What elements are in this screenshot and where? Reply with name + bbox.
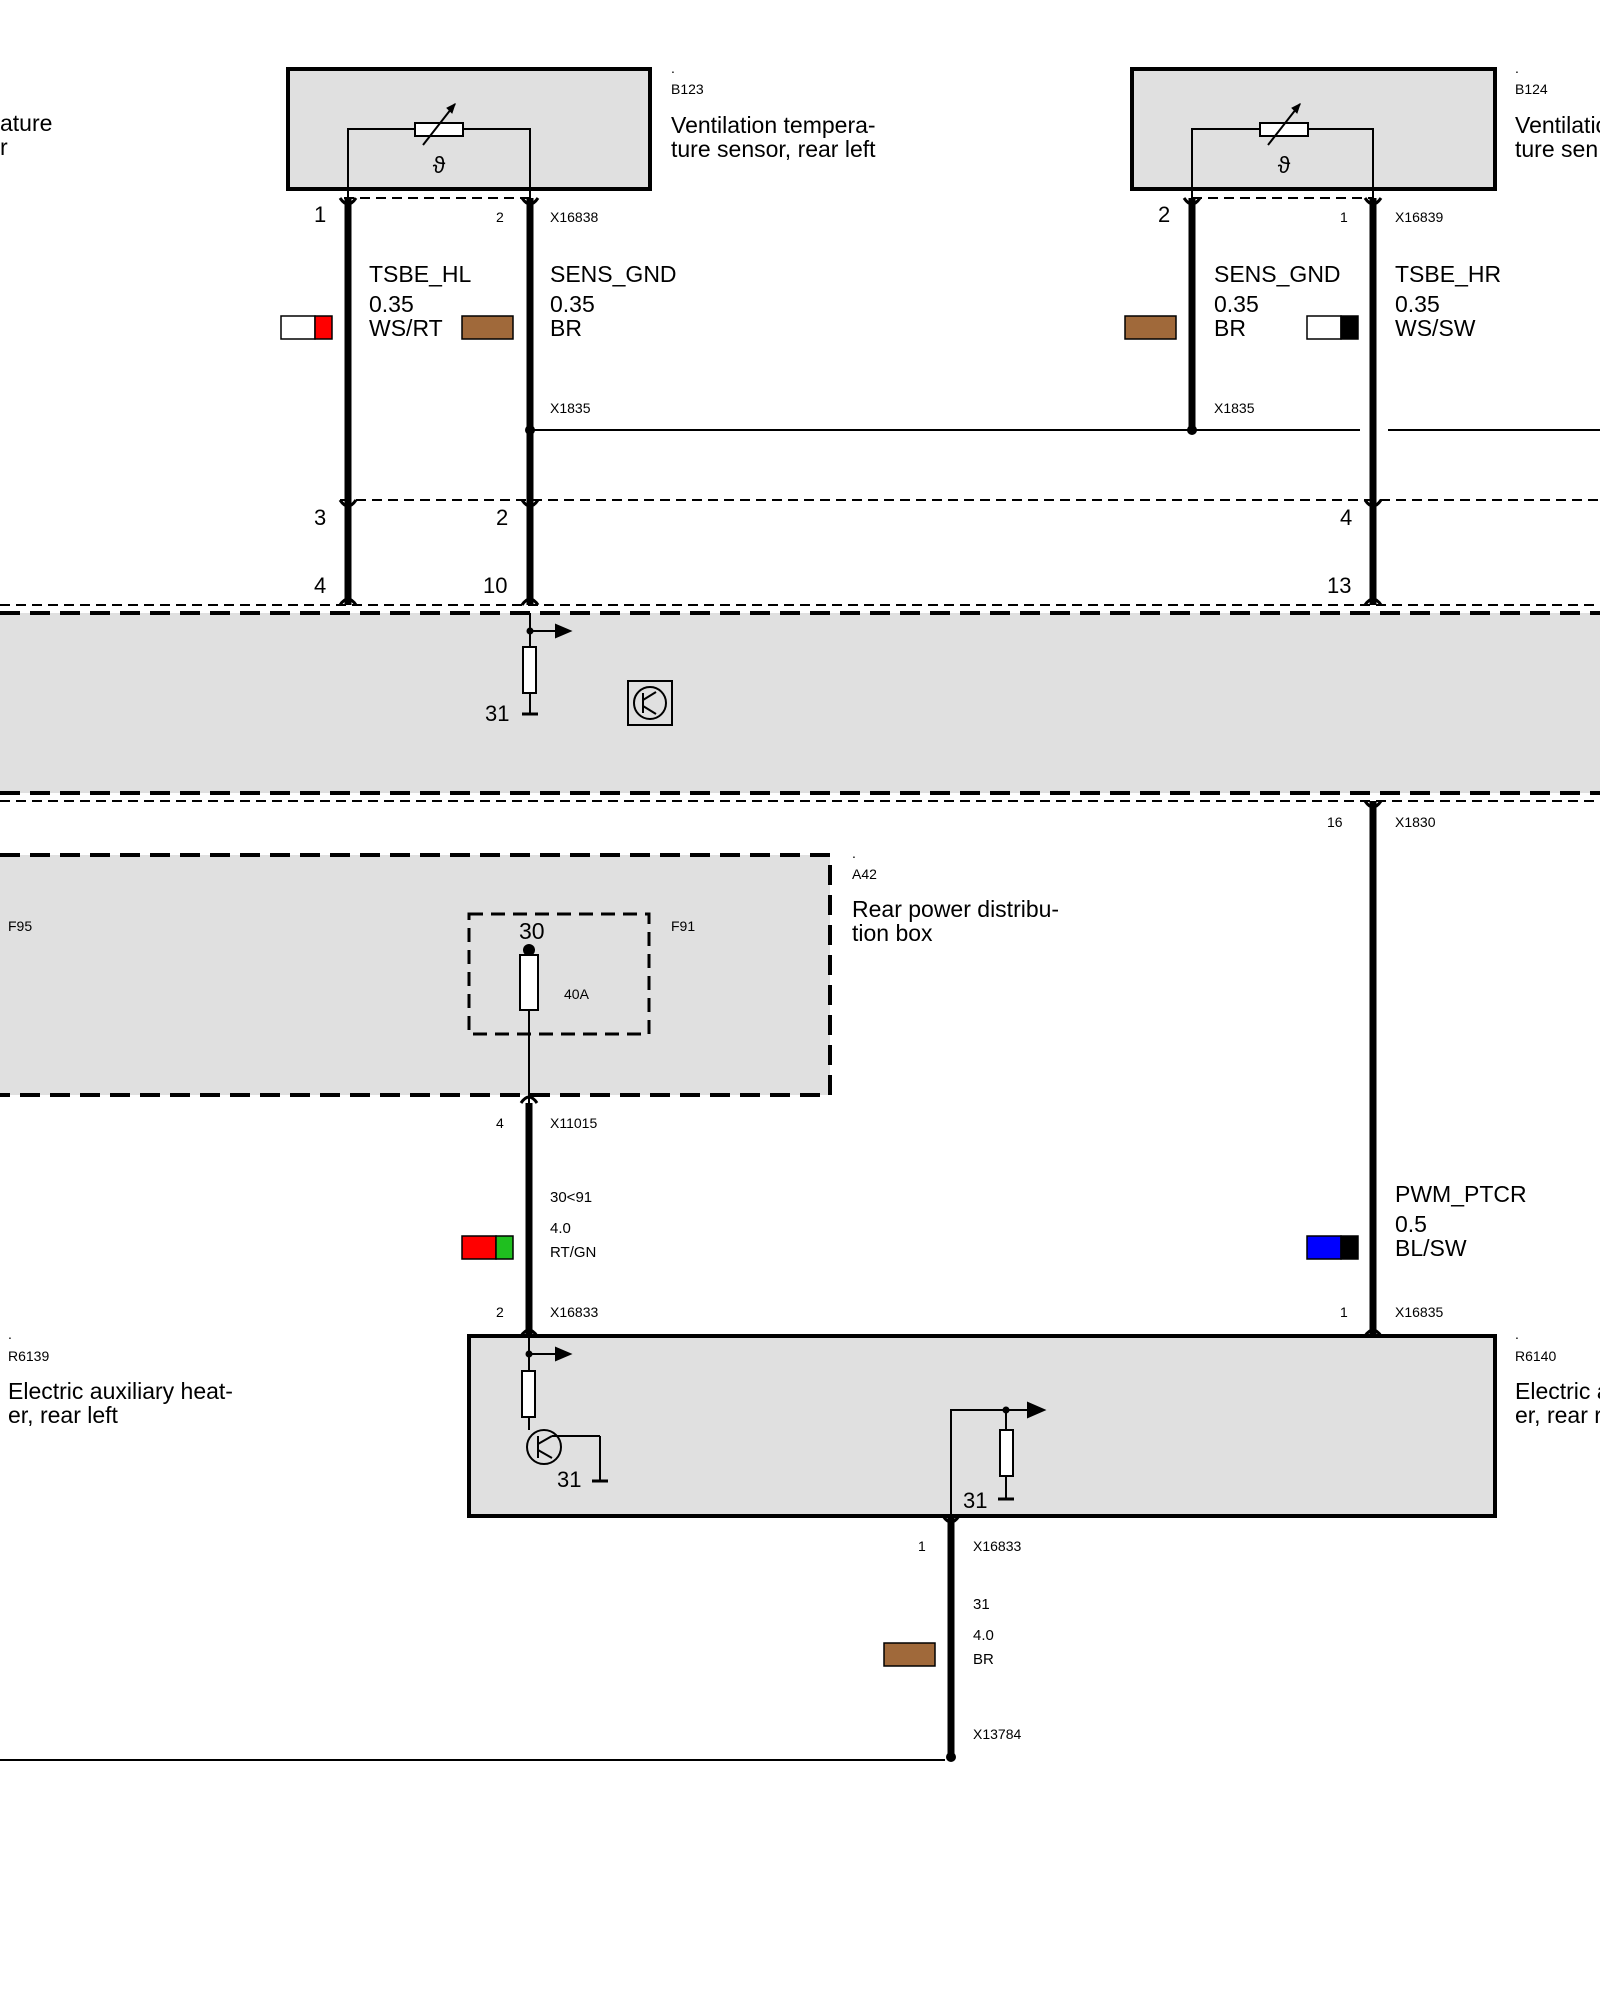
pin-ecu-10: 10: [483, 573, 507, 598]
b123-ntc-symbol: [347, 103, 531, 198]
pin-x1835-4: 4: [1340, 505, 1352, 530]
pin-b123-2: 2: [496, 209, 504, 225]
fuse-f91-label: F91: [671, 918, 695, 934]
r6140-sense-circuit: [950, 1401, 1047, 1516]
a42-desc-1: Rear power distribu-: [852, 896, 1059, 922]
pin-ecu-4: 4: [314, 573, 326, 598]
connector-x16833-top: X16833: [550, 1304, 598, 1320]
fuse-terminal-label: 30: [519, 918, 545, 944]
b124-desc-2: ture sen: [1515, 136, 1598, 162]
wire-sens-gnd-left-name: SENS_GND: [550, 261, 677, 287]
wire-pwm-ptcr-size: 0.5: [1395, 1211, 1427, 1237]
r6140-driver-circuit: [521, 1336, 608, 1483]
fuse-rating-label: 40A: [564, 986, 590, 1002]
swatch-sens-gnd-left: [461, 315, 514, 340]
r6139-desc-1: Electric auxiliary heat-: [8, 1378, 233, 1404]
swatch-sens-gnd-right: [1124, 315, 1177, 340]
b123-dot: .: [671, 60, 675, 76]
wire-pwm-ptcr-name: PWM_PTCR: [1395, 1181, 1527, 1207]
connector-x13784: X13784: [973, 1726, 1021, 1742]
a42-ref: A42: [852, 866, 877, 882]
wire-31-name: 31: [973, 1596, 990, 1613]
f91-fuse-box: [467, 912, 651, 1036]
connector-x16838: X16838: [550, 209, 598, 225]
connector-x1835-left: X1835: [550, 400, 591, 416]
connector-x16839: X16839: [1395, 209, 1443, 225]
b123-ref: B123: [671, 81, 704, 97]
wire-sens-gnd-right-size: 0.35: [1214, 291, 1259, 317]
connector-x11015: X11015: [550, 1115, 597, 1131]
r6140-heater-box: [467, 1334, 1497, 1518]
wire-sens-gnd-right-color: BR: [1214, 315, 1246, 341]
wire-30-91-size: 4.0: [550, 1220, 571, 1237]
wire-sens-gnd-left-color: BR: [550, 315, 582, 341]
wire-30-91-color: RT/GN: [550, 1244, 596, 1261]
wire-tsbe-hl-color: WS/RT: [369, 315, 443, 341]
wire-tsbe-hl-name: TSBE_HL: [369, 261, 471, 287]
pin-x1835-2: 2: [496, 505, 508, 530]
pin-x11015-4: 4: [496, 1115, 504, 1131]
wire-tsbe-hr-name: TSBE_HR: [1395, 261, 1501, 287]
wire-31-color: BR: [973, 1651, 994, 1668]
b124-ref: B124: [1515, 81, 1548, 97]
pin-x16835-1: 1: [1340, 1304, 1348, 1320]
ecu-pulldown-resistor: [522, 613, 573, 716]
transistor-icon: [627, 680, 673, 726]
a42-distribution-box: [0, 855, 830, 1095]
pin-ecu-16: 16: [1327, 814, 1343, 830]
wire-30-91-name: 30<91: [550, 1189, 592, 1206]
r6140-ref: R6140: [1515, 1348, 1556, 1364]
ground-31-r6139: 31: [557, 1467, 581, 1492]
swatch-tsbe-hr: [1306, 315, 1359, 340]
b123-desc-1: Ventilation tempera-: [671, 112, 876, 138]
r6140-dot: .: [1515, 1326, 1519, 1342]
connector-x1830: X1830: [1395, 814, 1436, 830]
control-unit-box: [0, 613, 1600, 793]
a42-dot: .: [852, 845, 856, 861]
b124-desc-1: Ventilatio: [1515, 112, 1600, 138]
pin-ecu-13: 13: [1327, 573, 1351, 598]
pin-b124-1: 1: [1340, 209, 1348, 225]
swatch-30-91: [461, 1235, 514, 1260]
r6140-desc-2: er, rear r: [1515, 1402, 1600, 1428]
fuse-f95-label: F95: [8, 918, 32, 934]
connector-x16835: X16835: [1395, 1304, 1443, 1320]
wire-31-size: 4.0: [973, 1627, 994, 1644]
r6139-dot: .: [8, 1326, 12, 1342]
a42-desc-2: tion box: [852, 920, 933, 946]
pin-x16833-2: 2: [496, 1304, 504, 1320]
connector-x16833-bottom: X16833: [973, 1538, 1021, 1554]
pin-b124-2: 2: [1158, 202, 1170, 227]
pin-b123-1: 1: [314, 202, 326, 227]
wire-pwm-ptcr-color: BL/SW: [1395, 1235, 1467, 1261]
b123-desc-2: ture sensor, rear left: [671, 136, 876, 162]
swatch-31-ground: [883, 1642, 936, 1667]
pin-x1835-3: 3: [314, 505, 326, 530]
r6139-ref: R6139: [8, 1348, 49, 1364]
b123-theta-icon: ϑ: [433, 152, 446, 178]
ground-31-r6140: 31: [963, 1488, 987, 1513]
b124-ntc-symbol: [1191, 103, 1374, 198]
wire-sens-gnd-left-size: 0.35: [550, 291, 595, 317]
r6140-desc-1: Electric a: [1515, 1378, 1600, 1404]
connector-x1835-right: X1835: [1214, 400, 1255, 416]
b124-theta-icon: ϑ: [1278, 152, 1291, 178]
wire-tsbe-hr-size: 0.35: [1395, 291, 1440, 317]
left-sensor-label-1: ature: [0, 110, 52, 136]
swatch-pwm-ptcr: [1306, 1235, 1359, 1260]
left-sensor-label-2: r: [0, 134, 8, 160]
wire-sens-gnd-right-name: SENS_GND: [1214, 261, 1341, 287]
r6139-desc-2: er, rear left: [8, 1402, 119, 1428]
ground-31-ecu: 31: [485, 701, 509, 726]
pin-x16833-1: 1: [918, 1538, 926, 1554]
b124-dot: .: [1515, 60, 1519, 76]
wire-tsbe-hr-color: WS/SW: [1395, 315, 1476, 341]
fuse-40a-icon: [519, 954, 539, 1011]
wire-tsbe-hl-size: 0.35: [369, 291, 414, 317]
swatch-tsbe-hl: [280, 315, 333, 340]
